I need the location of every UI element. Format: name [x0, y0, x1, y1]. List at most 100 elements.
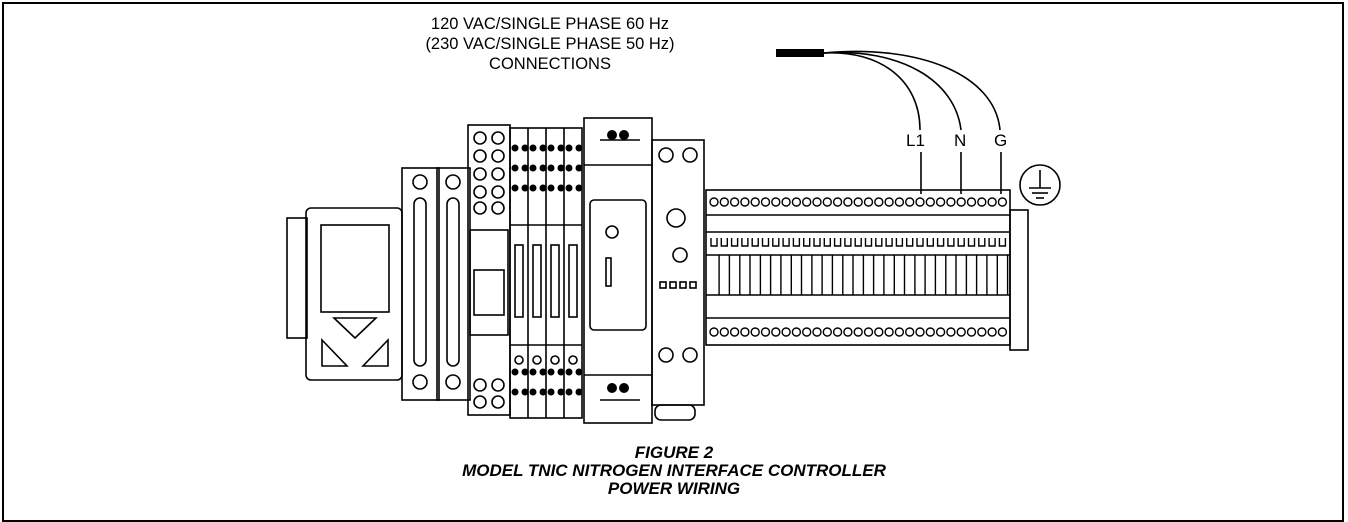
terminal-screw [977, 197, 987, 207]
terminal-screw [791, 197, 802, 207]
terminal-screw [719, 327, 729, 337]
terminal-clip [844, 238, 852, 247]
ground-icon [1019, 164, 1061, 206]
terminal-clip [906, 238, 914, 247]
timer-module [651, 139, 705, 421]
terminal-clip [947, 238, 955, 247]
terminal-screw [832, 327, 843, 337]
fuse-terminal-block [467, 124, 511, 416]
wire-g [823, 50, 1001, 131]
terminal-screw [822, 327, 832, 337]
terminal-screw [915, 327, 925, 337]
controller-display-module [286, 207, 403, 381]
terminal-screw [874, 197, 884, 207]
terminal-screw [802, 327, 812, 337]
terminal-clip [967, 238, 976, 247]
terminal-screw [946, 327, 956, 337]
terminal-clip [720, 238, 728, 247]
terminal-clip [823, 238, 831, 247]
terminal-screw [935, 197, 946, 207]
terminal-screw [987, 197, 997, 207]
terminal-screw [935, 327, 946, 337]
terminal-screw [822, 197, 832, 207]
terminal-screw [760, 327, 771, 337]
relay-module-group [509, 127, 583, 419]
terminal-screw [843, 327, 853, 337]
wire-label-l1: L1 [906, 131, 925, 150]
terminal-screw [915, 197, 925, 207]
terminal-screw [802, 197, 812, 207]
terminal-screw [719, 197, 729, 207]
terminal-screw [884, 327, 894, 337]
terminal-screw [905, 197, 915, 207]
terminal-screw [740, 197, 750, 207]
terminal-screw [863, 197, 874, 207]
terminal-screw [771, 197, 781, 207]
terminal-screw [843, 197, 853, 207]
terminal-screw [709, 197, 719, 207]
terminal-clip [813, 238, 821, 247]
terminal-screw [946, 197, 956, 207]
wire-label-n: N [954, 131, 967, 150]
terminal-screw [781, 327, 791, 337]
terminal-screw [966, 197, 977, 207]
terminal-screw [925, 197, 935, 207]
terminal-screw [987, 327, 997, 337]
terminal-screw [966, 327, 977, 337]
terminal-clip [864, 238, 873, 247]
terminal-clip [772, 238, 780, 247]
terminal-clip [875, 238, 883, 247]
terminal-clip [895, 238, 904, 247]
terminal-clip [978, 238, 986, 247]
terminal-clip [710, 238, 718, 247]
terminal-screw [853, 197, 863, 207]
terminal-screw [729, 327, 740, 337]
wire-n [823, 51, 962, 131]
terminal-clip [730, 238, 739, 247]
terminal-strip [705, 189, 1029, 351]
power-cable-jacket [776, 49, 824, 57]
terminal-positions [709, 197, 1009, 337]
terminal-screw [956, 197, 966, 207]
terminal-screw [874, 327, 884, 337]
wire-l1 [823, 52, 921, 131]
wire-label-g: G [994, 131, 1008, 150]
terminal-clip [988, 238, 996, 247]
terminal-screw [760, 197, 771, 207]
terminal-screw [832, 197, 843, 207]
connection-label: 120 VAC/SINGLE PHASE 60 Hz (230 VAC/SING… [340, 14, 760, 74]
terminal-clip [751, 238, 759, 247]
terminal-clip [761, 238, 770, 247]
end-bracket-left [401, 167, 440, 401]
terminal-screw [750, 327, 760, 337]
terminal-screw [812, 197, 822, 207]
terminal-screw [781, 197, 791, 207]
power-supply-screws [607, 130, 629, 393]
caption-subtitle: POWER WIRING [607, 479, 741, 498]
connection-label-line3: CONNECTIONS [489, 55, 611, 73]
terminal-screw [750, 197, 760, 207]
terminal-clip [916, 238, 924, 247]
terminal-screw [997, 327, 1008, 337]
connection-label-line2: (230 VAC/SINGLE PHASE 50 Hz) [425, 35, 675, 53]
connection-label-line1: 120 VAC/SINGLE PHASE 60 Hz [430, 15, 670, 33]
terminal-clip [833, 238, 842, 247]
end-bracket-right [436, 167, 471, 401]
terminal-clip [782, 238, 790, 247]
terminal-screw [853, 327, 863, 337]
terminal-screw [709, 327, 719, 337]
terminal-screw [729, 197, 740, 207]
caption-figure-number: FIGURE 2 [634, 443, 714, 462]
relay-screw-dots [511, 144, 583, 396]
terminal-screw [863, 327, 874, 337]
terminal-screw [977, 327, 987, 337]
terminal-screw [812, 327, 822, 337]
terminal-screw [905, 327, 915, 337]
terminal-screw [894, 327, 905, 337]
terminal-screw [740, 327, 750, 337]
terminal-screw [791, 327, 802, 337]
terminal-clip [998, 238, 1007, 247]
terminal-screw [997, 197, 1008, 207]
terminal-clip [741, 238, 749, 247]
